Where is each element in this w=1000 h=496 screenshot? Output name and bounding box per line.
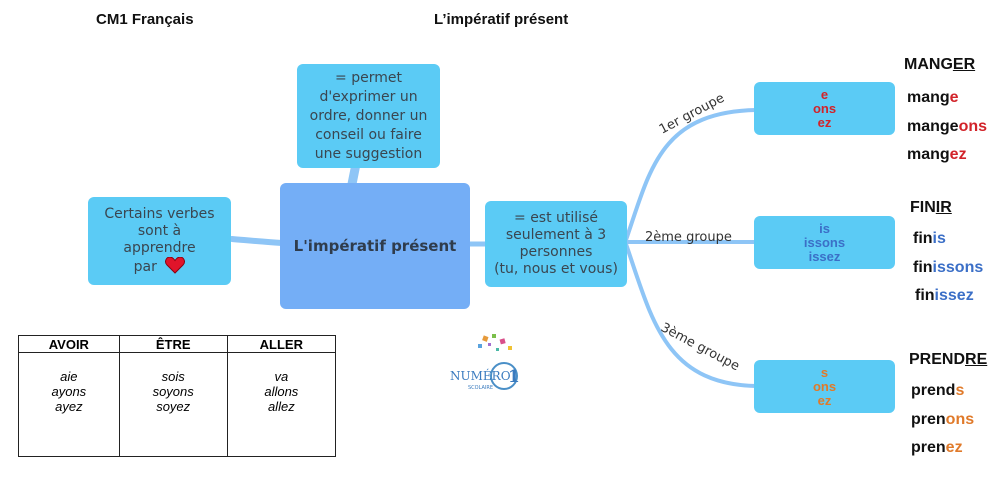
conjugation-ending: ons (945, 411, 975, 428)
ending-label: e (820, 86, 829, 102)
logo-text-bottom: SCOLAIRE (468, 385, 493, 391)
infinitive-base: FIN (910, 199, 936, 216)
conjugation-row: prends (911, 382, 964, 400)
conjugation-stem: fin (913, 259, 933, 276)
memorize-line: Certains verbes (104, 206, 215, 222)
definition-line: une suggestion (314, 145, 423, 162)
table-cell: aie ayons ayez (18, 352, 120, 457)
table-cell: va allons allez (226, 352, 337, 457)
ending-label: ez (817, 114, 832, 130)
usage-line: (tu, nous et vous) (494, 261, 618, 277)
conjugation-ending: is (932, 230, 946, 247)
usage-line: = est utilisé (514, 210, 598, 226)
memorize-line: sont à (137, 223, 182, 239)
endings-node-group-3: s ons ez (754, 360, 895, 413)
ending-label: ez (817, 392, 832, 408)
verb-infinitive-manger: MANGER (904, 56, 975, 74)
page-title: L’impératif présent (434, 11, 569, 28)
endings-node-group-2: is issons issez (754, 216, 895, 269)
infinitive-ending: RE (965, 351, 988, 368)
ending-label: ons (812, 100, 837, 116)
connector-memorize (229, 236, 285, 246)
ending-label: is (819, 220, 830, 236)
ending-label: issons (803, 234, 846, 250)
conjugation-ending: ez (949, 146, 967, 163)
infinitive-base: PREND (909, 351, 966, 368)
conjugation-stem: mang (907, 146, 950, 163)
conjugation-row: mangez (907, 146, 967, 164)
table-cell-value: ayons (51, 384, 87, 399)
logo-graphic: NUMÉRO 1 SCOLAIRE (450, 334, 520, 391)
table-cell-value: ayez (55, 399, 83, 414)
table-header: AVOIR (18, 335, 120, 353)
memorize-line: apprendre (123, 240, 196, 256)
endings-node-group-1: e ons ez (754, 82, 895, 135)
conjugation-ending: e (949, 89, 959, 106)
conjugation-row: finis (913, 230, 946, 248)
conjugation-ending: issez (934, 287, 974, 304)
conjugation-ending: issons (932, 259, 984, 276)
conjugation-ending: ons (958, 118, 988, 135)
table-cell-value: sois (161, 369, 185, 384)
ending-label: issez (808, 248, 841, 264)
table-header: ALLER (226, 335, 337, 353)
heart-icon (165, 256, 186, 274)
connector-branch-3 (624, 243, 757, 388)
table-row: aie ayons ayez sois soyons soyez va allo… (18, 352, 337, 457)
ending-label: s (820, 364, 829, 380)
conjugation-stem: pren (911, 411, 946, 428)
definition-line: d'exprimer un (319, 88, 418, 105)
table-cell: sois soyons soyez (118, 352, 228, 457)
conjugation-row: finissons (913, 259, 983, 277)
conjugation-stem: mang (907, 89, 950, 106)
usage-line: seulement à 3 (505, 227, 607, 243)
table-cell-value: allons (264, 384, 299, 399)
center-node: L'impératif présent (280, 183, 470, 309)
conjugation-row: mangeons (907, 118, 987, 136)
conjugation-stem: fin (913, 230, 933, 247)
table-cell-value: allez (267, 399, 295, 414)
conjugation-stem: fin (915, 287, 935, 304)
conjugation-row: prenons (911, 411, 974, 429)
numero1-logo: NUMÉRO 1 SCOLAIRE (448, 330, 528, 392)
conjugation-ending: s (955, 382, 965, 399)
infinitive-ending: IR (935, 199, 952, 216)
usage-node: = est utilisé seulement à 3 personnes (t… (485, 201, 627, 287)
table-header: ÊTRE (118, 335, 228, 353)
conjugation-row: finissez (915, 287, 974, 305)
memorize-line: par (133, 259, 157, 275)
conjugation-row: prenez (911, 439, 963, 457)
logo-text-top: NUMÉRO (450, 368, 511, 383)
conjugation-stem: pren (911, 439, 946, 456)
definition-node: = permet d'exprimer un ordre, donner un … (297, 64, 440, 168)
verb-infinitive-prendre: PRENDRE (909, 351, 987, 369)
ending-label: ons (812, 378, 837, 394)
irregular-verbs-table: AVOIR ÊTRE ALLER aie ayons ayez sois soy… (18, 335, 337, 457)
table-cell-value: aie (60, 369, 78, 384)
connector-branch-1 (624, 108, 757, 241)
branch-label-2: 2ème groupe (645, 230, 732, 245)
infinitive-base: MANG (904, 56, 953, 73)
usage-line: personnes (519, 244, 593, 260)
conjugation-row: mange (907, 89, 959, 107)
conjugation-ending: ez (945, 439, 963, 456)
subject-title: CM1 Français (96, 11, 194, 28)
table-cell-value: soyons (152, 384, 194, 399)
table-cell-value: soyez (156, 399, 191, 414)
conjugation-stem: prend (911, 382, 956, 399)
definition-line: = permet (335, 69, 402, 86)
definition-line: ordre, donner un (309, 107, 428, 124)
table-cell-value: va (274, 369, 289, 384)
memorize-node: Certains verbes sont à apprendre par (88, 197, 231, 285)
table-header-row: AVOIR ÊTRE ALLER (18, 335, 337, 353)
center-node-label: L'impératif présent (293, 237, 457, 255)
logo-digit: 1 (508, 367, 520, 387)
conjugation-stem: mange (907, 118, 959, 135)
definition-line: conseil ou faire (315, 126, 422, 143)
infinitive-ending: ER (952, 56, 976, 73)
verb-infinitive-finir: FINIR (910, 199, 952, 217)
